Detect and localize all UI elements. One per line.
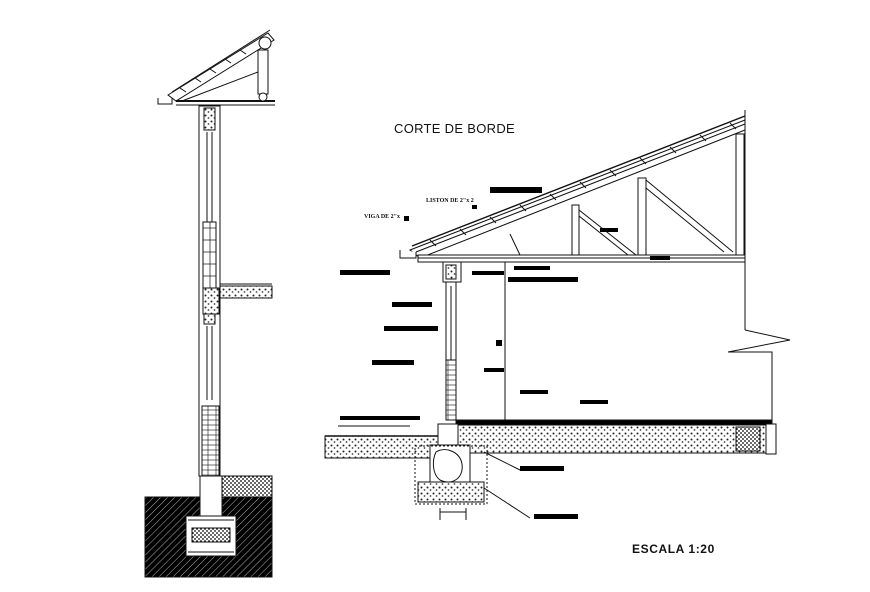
scale-label: ESCALA 1:20	[632, 542, 715, 556]
viga-note: VIGA DE 2"x	[364, 214, 401, 220]
liston-note: LISTON DE 2"x 2	[426, 198, 474, 204]
redacted-annotations	[340, 187, 670, 519]
wall-section-left	[144, 29, 275, 578]
drawing-title: CORTE DE BORDE	[394, 121, 515, 136]
edge-section-right	[324, 110, 791, 520]
left-roof	[157, 29, 275, 106]
roof-truss	[417, 133, 746, 263]
